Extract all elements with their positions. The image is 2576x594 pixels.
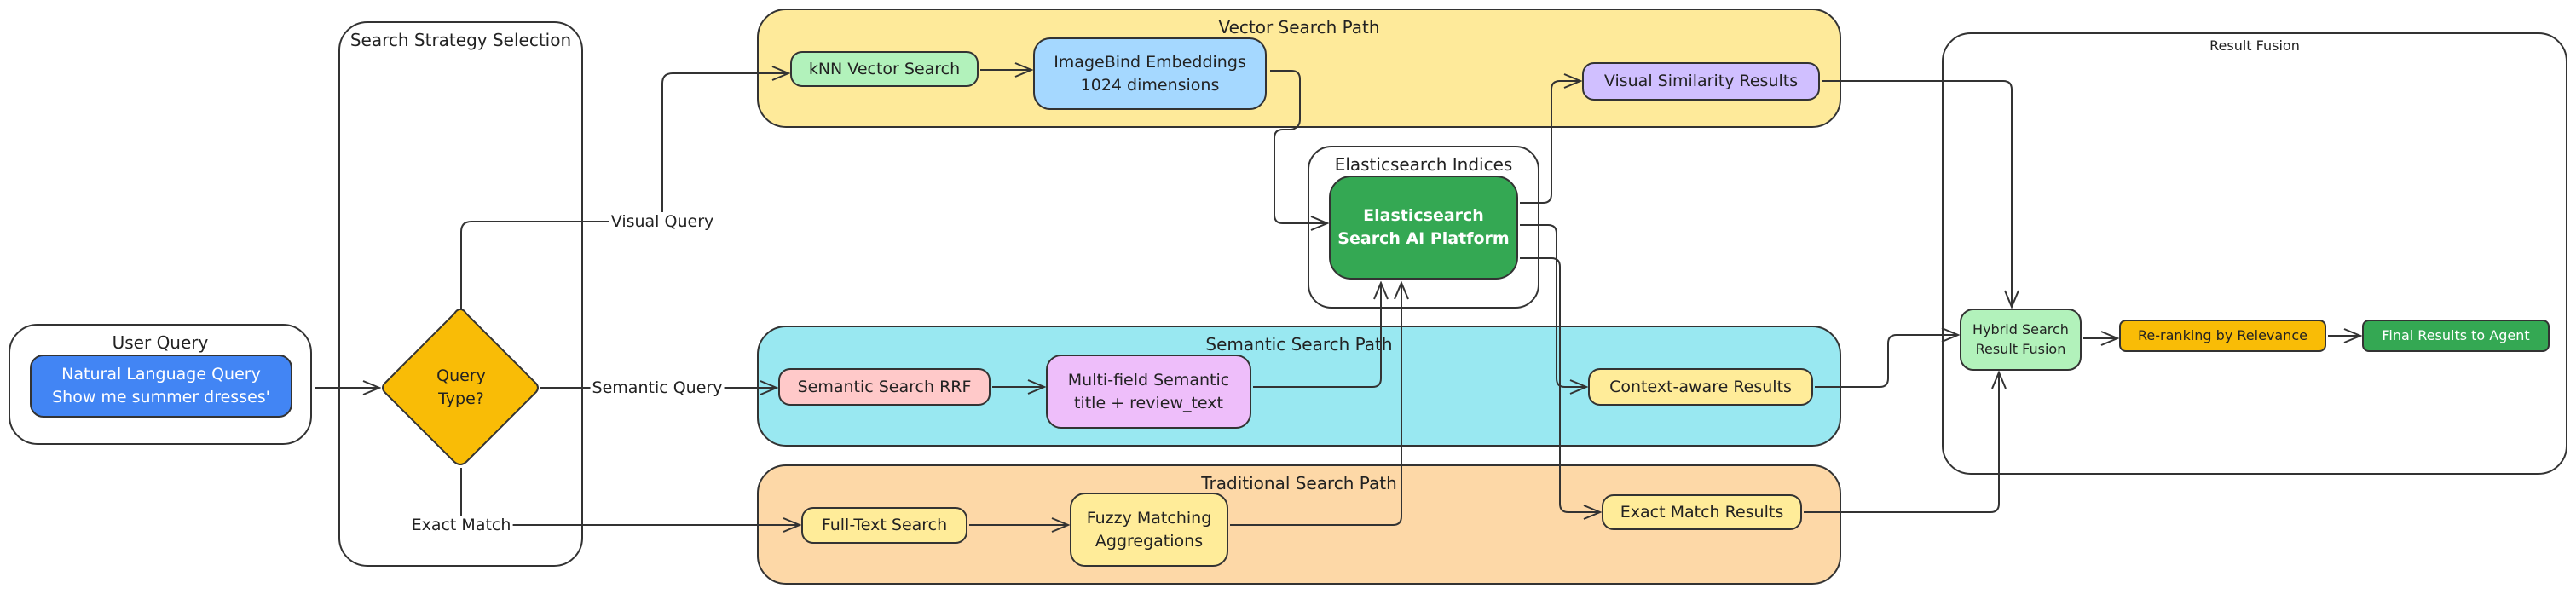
node-visual-similarity-results: Visual Similarity Results: [1582, 62, 1820, 101]
node-semantic-search-rrf: Semantic Search RRF: [778, 368, 991, 406]
node-exact-match-results: Exact Match Results: [1602, 494, 1802, 530]
group-title: User Query: [112, 332, 209, 353]
node-full-text-search: Full-Text Search: [801, 507, 967, 544]
group-title: Traditional Search Path: [1201, 473, 1397, 493]
group-title: Semantic Search Path: [1205, 334, 1393, 355]
edge-label-exact-match: Exact Match: [409, 516, 513, 534]
group-title: Vector Search Path: [1218, 17, 1380, 37]
node-query-type-decision: [382, 308, 539, 465]
node-reranking: Re-ranking by Relevance: [2119, 320, 2326, 352]
edge-label-semantic-query: Semantic Query: [590, 378, 725, 397]
group-title: Search Strategy Selection: [349, 30, 572, 50]
group-result-fusion: Result Fusion: [1942, 32, 2567, 475]
group-elasticsearch-indices: Elasticsearch Indices: [1308, 146, 1539, 309]
node-knn-vector-search: kNN Vector Search: [790, 51, 979, 87]
group-title: Result Fusion: [2209, 37, 2300, 54]
node-hybrid-search-fusion: Hybrid Search Result Fusion: [1960, 309, 2082, 371]
group-search-strategy: Search Strategy Selection: [338, 21, 583, 567]
node-multifield-semantic: Multi-field Semantic title + review_text: [1046, 355, 1251, 429]
node-natural-language-query: Natural Language Query Show me summer dr…: [30, 355, 292, 418]
node-final-results: Final Results to Agent: [2362, 320, 2550, 352]
node-imagebind-embeddings: ImageBind Embeddings 1024 dimensions: [1033, 37, 1267, 110]
node-fuzzy-matching: Fuzzy Matching Aggregations: [1070, 493, 1228, 567]
group-user-query: User Query: [9, 324, 312, 445]
query-type-label: Query Type?: [436, 366, 486, 408]
node-elasticsearch-platform: Elasticsearch Search AI Platform: [1329, 176, 1518, 280]
group-title: Elasticsearch Indices: [1334, 154, 1513, 175]
edge-label-visual-query: Visual Query: [609, 212, 716, 231]
node-context-aware-results: Context-aware Results: [1588, 368, 1813, 406]
